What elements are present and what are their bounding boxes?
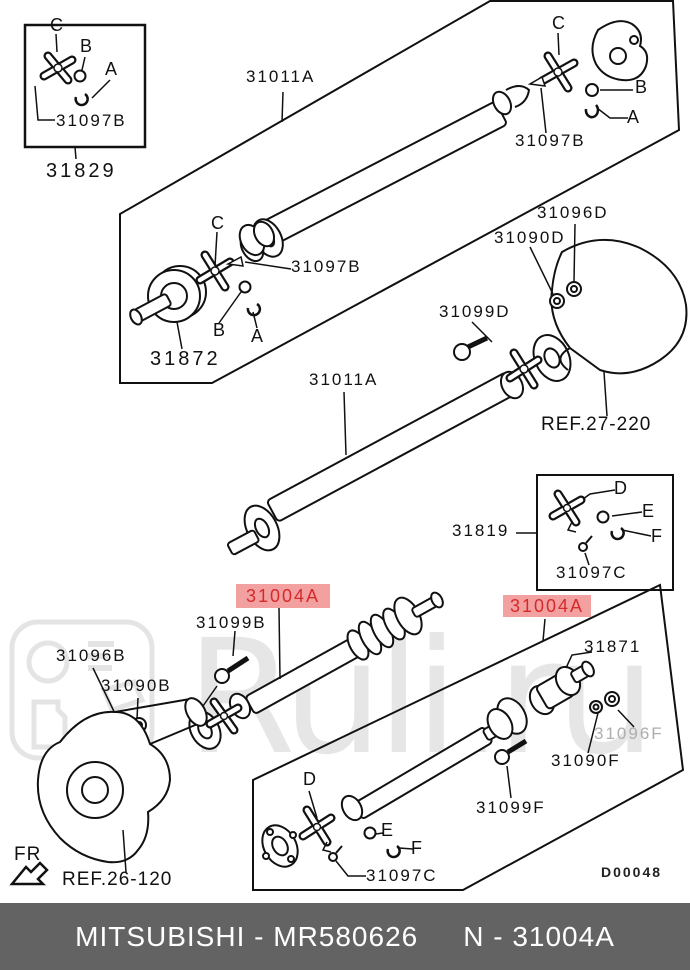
highlight-label: 31004A bbox=[245, 585, 321, 606]
part-label-31099b: 31099B bbox=[196, 613, 267, 632]
part-label-31871: 31871 bbox=[584, 637, 642, 656]
key-label-c: C bbox=[211, 213, 224, 233]
leader-lines-31819 bbox=[516, 489, 652, 642]
part-label-31096d: 31096D bbox=[537, 203, 609, 222]
leader-lines-top bbox=[281, 32, 633, 134]
highlighted-part-31004a: 31004A bbox=[503, 595, 591, 617]
rear-propshaft-rear-tube bbox=[226, 334, 572, 556]
key-label-d: D bbox=[614, 478, 627, 498]
rear-differential-icon bbox=[550, 239, 688, 375]
key-label-b: B bbox=[635, 77, 648, 97]
part-label-31872: 31872 bbox=[150, 348, 221, 370]
sleeve-washers-icon bbox=[589, 691, 620, 714]
part-label-31099f: 31099F bbox=[476, 798, 546, 817]
key-label-d: D bbox=[303, 769, 316, 789]
front-shaft-assembly-box bbox=[252, 583, 685, 891]
part-label-31829: 31829 bbox=[46, 160, 117, 182]
leader-lines-box2 bbox=[506, 651, 635, 799]
center-ujoint-icon bbox=[195, 250, 262, 317]
part-label-31097b: 31097B bbox=[291, 257, 362, 276]
front-axle-housing-icon bbox=[36, 697, 208, 864]
part-label-31096b: 31096B bbox=[56, 646, 127, 665]
diagram-canvas: Ruli.ru bbox=[9, 0, 688, 891]
footer-brand-part: MITSUBISHI - MR580626 bbox=[75, 920, 419, 952]
bolt-31099B-icon bbox=[214, 655, 250, 684]
leader-lines-front bbox=[92, 607, 281, 729]
part-label-31097b: 31097B bbox=[56, 111, 127, 130]
catalog-footer-bar: MITSUBISHI - MR580626 N - 31004A bbox=[0, 903, 690, 970]
key-label-a: A bbox=[105, 59, 118, 79]
rear-ujoint-top-icon bbox=[527, 51, 600, 119]
rear-propshaft-front-tube bbox=[239, 85, 531, 263]
front-ujoint-icon bbox=[205, 697, 243, 735]
leader-ref26 bbox=[122, 829, 127, 873]
key-label-b: B bbox=[213, 320, 226, 340]
part-label-31099d: 31099D bbox=[439, 302, 511, 321]
bolt-31099D-icon bbox=[453, 335, 489, 361]
fr-arrow-icon bbox=[9, 861, 49, 886]
key-label-a: A bbox=[251, 326, 264, 346]
leader-lines-mid bbox=[343, 223, 608, 456]
companion-flange-top-icon bbox=[591, 20, 649, 82]
highlight-label: 31004A bbox=[509, 595, 585, 616]
rear-shaft-assembly-box bbox=[119, 0, 681, 384]
leader-lines-31872 bbox=[176, 231, 292, 350]
ujoint-kit-31819-icon bbox=[548, 489, 625, 552]
key-label-f: F bbox=[651, 526, 662, 546]
inset-box-31829 bbox=[23, 23, 147, 149]
leader-lines-bottom bbox=[308, 790, 414, 877]
part-label-31097c: 31097C bbox=[366, 866, 438, 885]
part-label-31011a: 31011A bbox=[246, 67, 316, 86]
key-label-e: E bbox=[381, 820, 394, 840]
center-bearing-31872-icon bbox=[129, 220, 276, 326]
bottom-flange-icon bbox=[261, 824, 299, 868]
key-label-e: E bbox=[642, 501, 655, 521]
part-label-31097c: 31097C bbox=[556, 563, 628, 582]
bottom-ujoint-icon bbox=[298, 805, 401, 862]
key-label-c: C bbox=[50, 15, 63, 35]
bolt-31099F-icon bbox=[494, 738, 528, 765]
flange-nuts-icon bbox=[549, 281, 582, 309]
ref-label-27-220: REF.27-220 bbox=[541, 414, 652, 435]
highlighted-part-31004a: 31004A bbox=[236, 584, 330, 608]
part-label-31090f: 31090F bbox=[551, 751, 621, 770]
part-label-31097b: 31097B bbox=[515, 131, 586, 150]
part-label-31090d: 31090D bbox=[494, 228, 566, 247]
ujoint-kit-31829-icon bbox=[34, 33, 111, 160]
fr-direction-label: FR bbox=[14, 844, 42, 865]
part-label-31090b: 31090B bbox=[101, 676, 172, 695]
front-propshaft-rear-tube bbox=[340, 660, 595, 822]
rear-axle-ujoint-icon bbox=[505, 348, 543, 390]
key-label-b: B bbox=[80, 36, 93, 56]
part-label-31819: 31819 bbox=[452, 521, 510, 540]
diagram-code: D00048 bbox=[601, 864, 663, 880]
part-label-31011a: 31011A bbox=[309, 370, 379, 389]
ref-label-26-120: REF.26-120 bbox=[62, 869, 173, 890]
part-label-31096f: 31096F bbox=[594, 724, 664, 743]
key-label-c: C bbox=[552, 13, 565, 33]
key-label-f: F bbox=[411, 838, 422, 858]
footer-ref-number: N - 31004A bbox=[463, 920, 615, 952]
key-label-a: A bbox=[627, 107, 640, 127]
